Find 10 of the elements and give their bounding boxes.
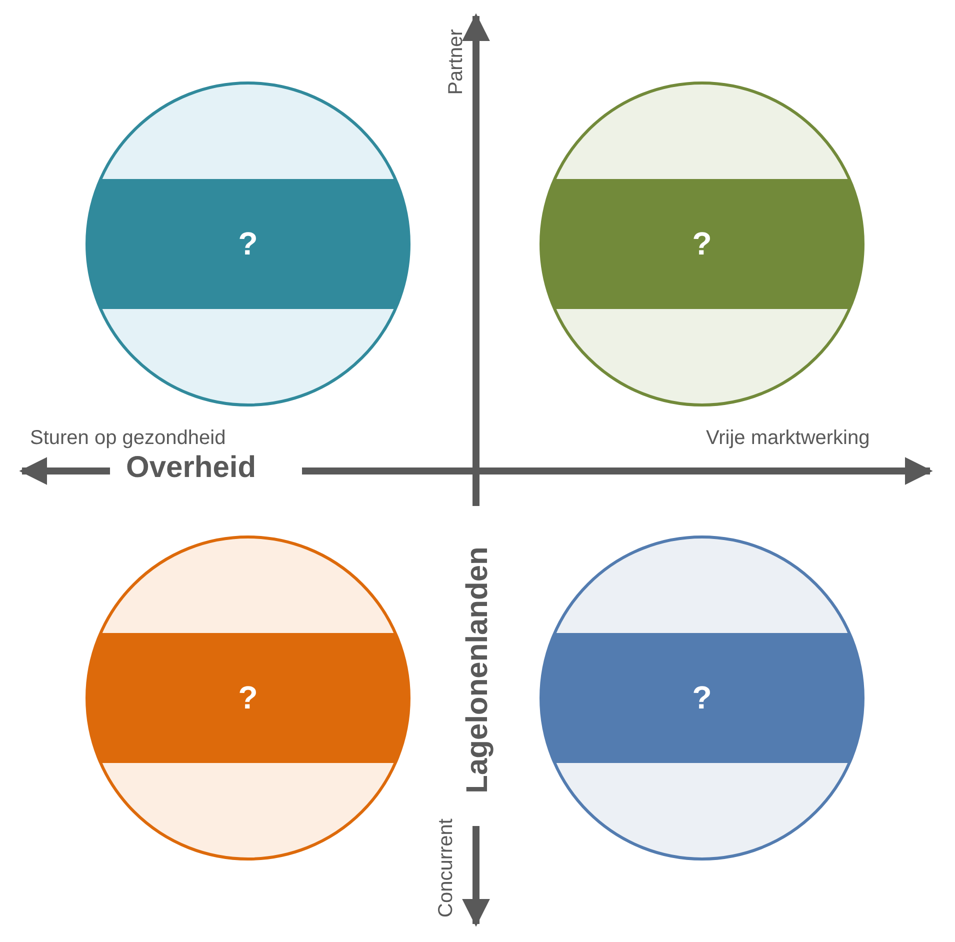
question-mark: ? <box>237 680 259 716</box>
axis-label: Lagelonenlanden <box>463 546 493 794</box>
axis-label: Vrije marktwerking <box>706 428 870 448</box>
axis-label: Partner <box>446 29 466 95</box>
question-mark: ? <box>691 226 713 262</box>
axis-label: Sturen op gezondheid <box>30 428 226 448</box>
axis-label: Overheid <box>126 453 256 483</box>
question-mark: ? <box>691 680 713 716</box>
axis-label: Concurrent <box>436 818 456 918</box>
question-mark: ? <box>237 226 259 262</box>
